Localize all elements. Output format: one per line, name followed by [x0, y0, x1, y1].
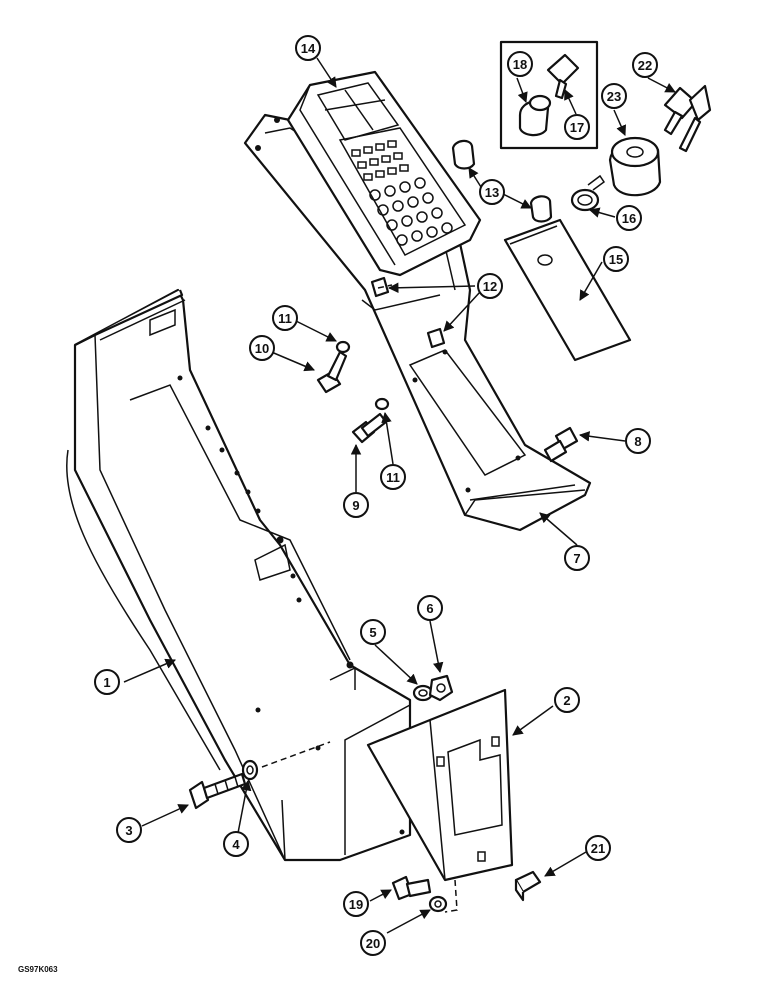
svg-text:17: 17 [570, 120, 584, 135]
leader-lines [123, 57, 676, 934]
washer-11 [335, 340, 390, 411]
retaining-ring-16 [570, 174, 606, 212]
callout-22: 22 [632, 52, 658, 78]
nut-6 [428, 674, 454, 702]
plug-13 [451, 139, 553, 223]
svg-text:20: 20 [366, 936, 380, 951]
console-housing [66, 288, 412, 862]
svg-text:19: 19 [349, 897, 363, 912]
bolt-3 [188, 772, 247, 810]
svg-text:2: 2 [563, 693, 570, 708]
svg-text:21: 21 [591, 841, 605, 856]
screw-10 [316, 350, 348, 394]
svg-text:18: 18 [513, 57, 527, 72]
keys-22 [663, 84, 712, 153]
callout-20: 20 [360, 930, 386, 956]
clip-21 [514, 870, 542, 902]
callout-17: 17 [564, 114, 590, 140]
callout-8: 8 [625, 428, 651, 454]
svg-text:15: 15 [609, 252, 623, 267]
svg-text:7: 7 [573, 551, 580, 566]
bolt-19 [391, 875, 432, 901]
callout-11-lower: 11 [380, 464, 406, 490]
washer-20 [428, 895, 448, 913]
cluster-indicator-grid [351, 140, 453, 246]
washer-4 [241, 759, 259, 781]
instrument-cluster [286, 70, 482, 277]
callout-10: 10 [249, 335, 275, 361]
callout-2: 2 [554, 687, 580, 713]
svg-text:11: 11 [278, 311, 292, 326]
svg-text:6: 6 [426, 601, 433, 616]
svg-text:3: 3 [125, 823, 132, 838]
callout-3: 3 [116, 817, 142, 843]
switch-18 [518, 94, 552, 137]
callout-5: 5 [360, 619, 386, 645]
svg-text:10: 10 [255, 341, 269, 356]
svg-text:11: 11 [386, 470, 400, 485]
inset-box [499, 40, 599, 150]
callout-14: 14 [295, 35, 321, 61]
svg-text:13: 13 [485, 185, 499, 200]
callout-12: 12 [477, 273, 503, 299]
svg-text:23: 23 [607, 89, 621, 104]
callout-18: 18 [507, 51, 533, 77]
figure-reference-code: GS97K063 [18, 965, 58, 974]
screw-8 [543, 426, 579, 463]
svg-text:14: 14 [301, 41, 316, 56]
callout-15: 15 [603, 246, 629, 272]
callout-16: 16 [616, 205, 642, 231]
lower-cover [366, 688, 514, 882]
callout-1: 1 [94, 669, 120, 695]
side-plate [503, 218, 632, 362]
key-17 [546, 53, 580, 100]
callout-7: 7 [564, 545, 590, 571]
callout-19: 19 [343, 891, 369, 917]
callout-21: 21 [585, 835, 611, 861]
svg-text:1: 1 [103, 675, 110, 690]
callout-4: 4 [223, 831, 249, 857]
svg-text:9: 9 [352, 498, 359, 513]
callout-11-upper: 11 [272, 305, 298, 331]
svg-text:12: 12 [483, 279, 497, 294]
svg-text:22: 22 [638, 58, 652, 73]
screw-9 [351, 412, 388, 444]
svg-text:16: 16 [622, 211, 636, 226]
callout-23: 23 [601, 83, 627, 109]
svg-text:4: 4 [232, 837, 240, 852]
ignition-switch-23 [608, 136, 662, 197]
svg-text:5: 5 [369, 625, 376, 640]
callout-13: 13 [479, 179, 505, 205]
callout-9: 9 [343, 492, 369, 518]
callout-6: 6 [417, 595, 443, 621]
svg-text:8: 8 [634, 434, 641, 449]
